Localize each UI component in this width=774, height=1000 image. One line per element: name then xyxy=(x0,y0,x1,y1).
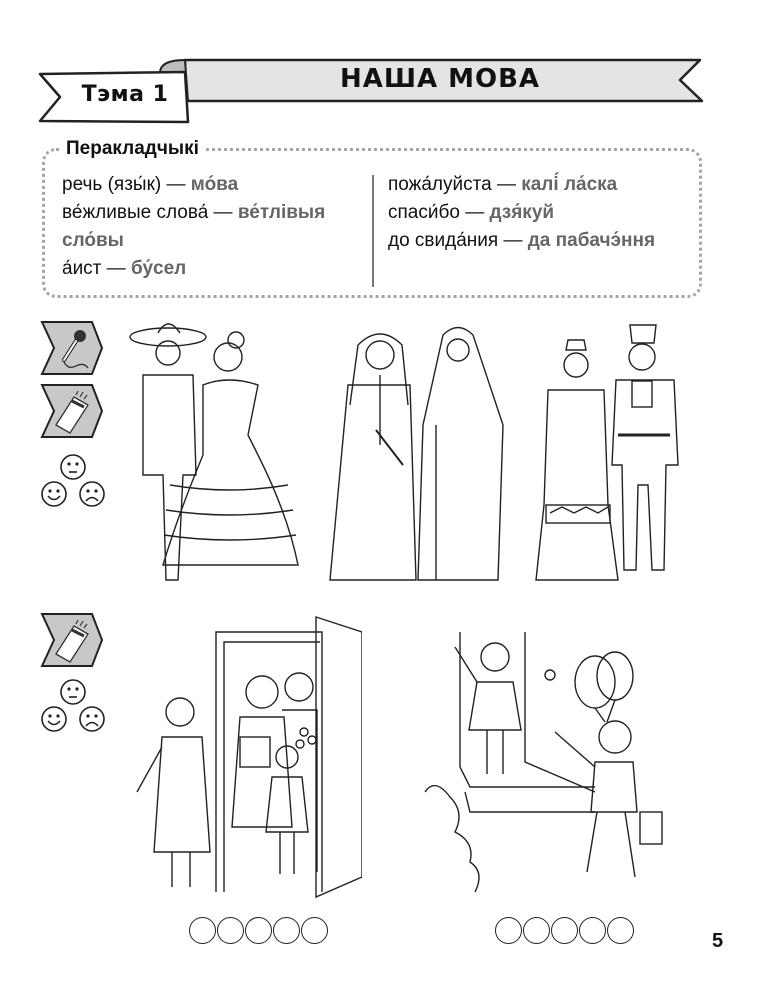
vocab-russian: спаси́бо — xyxy=(388,202,490,223)
happy-face-icon[interactable] xyxy=(40,705,68,733)
page-number: 5 xyxy=(712,930,724,952)
vocabulary-left-column: речь (язы́к) — мо́ва ве́жливые слова́ — … xyxy=(62,171,362,283)
vocab-entry: до свида́ния — да пабачэ́ння xyxy=(388,227,698,255)
answer-circle[interactable] xyxy=(579,917,606,944)
happy-face-icon[interactable] xyxy=(40,480,68,508)
pencils-icon xyxy=(40,384,104,438)
vocab-entry: ве́жливые слова́ — ве́тлівыя xyxy=(62,199,362,227)
vocab-belarusian: бу́сел xyxy=(130,258,187,279)
vocab-russian: а́ист — xyxy=(62,258,131,279)
microphone-icon xyxy=(40,321,104,375)
answer-circle[interactable] xyxy=(217,917,244,944)
vocab-russian: до свида́ния — xyxy=(388,230,528,251)
page-title: НАША МОВА xyxy=(339,64,541,94)
header-banner xyxy=(38,58,704,124)
vocab-russian: пожа́луйста — xyxy=(388,174,522,195)
vocab-belarusian: да пабачэ́ння xyxy=(527,230,656,251)
welcoming-guests-illustration xyxy=(132,612,363,902)
answer-circles-left xyxy=(189,917,329,944)
vocab-entry: пожа́луйста — калі́ ла́ска xyxy=(388,171,698,199)
neutral-face-icon[interactable] xyxy=(59,453,87,481)
answer-circle[interactable] xyxy=(551,917,578,944)
vocabulary-title: Перакладчыкі xyxy=(60,138,205,160)
neutral-face-icon[interactable] xyxy=(59,678,87,706)
pencils-icon xyxy=(40,613,104,667)
vocab-belarusian: калі́ ла́ска xyxy=(521,174,618,195)
answer-circle[interactable] xyxy=(607,917,634,944)
sad-face-icon[interactable] xyxy=(78,705,106,733)
vocab-belarusian: сло́вы xyxy=(62,230,124,251)
vocab-belarusian: дзя́куй xyxy=(489,202,555,223)
vocab-entry: спаси́бо — дзя́куй xyxy=(388,199,698,227)
vocab-entry: а́ист — бу́сел xyxy=(62,255,362,283)
answer-circle[interactable] xyxy=(189,917,216,944)
theme-label: Тэма 1 xyxy=(81,82,169,107)
answer-circle[interactable] xyxy=(495,917,522,944)
answer-circles-right xyxy=(495,917,635,944)
vocab-russian: речь (язы́к) — xyxy=(62,174,191,195)
vocab-entry: речь (язы́к) — мо́ва xyxy=(62,171,362,199)
vocab-russian: ве́жливые слова́ — xyxy=(62,202,238,223)
answer-circle[interactable] xyxy=(273,917,300,944)
national-costumes-illustration xyxy=(118,315,713,590)
vocab-belarusian: мо́ва xyxy=(190,174,239,195)
girl-waving-boy-balloons-illustration xyxy=(415,612,715,902)
vocabulary-divider xyxy=(372,175,374,287)
answer-circle[interactable] xyxy=(523,917,550,944)
sad-face-icon[interactable] xyxy=(78,480,106,508)
answer-circle[interactable] xyxy=(301,917,328,944)
vocabulary-right-column: пожа́луйста — калі́ ла́ска спаси́бо — дз… xyxy=(388,171,698,255)
vocab-belarusian: ве́тлівыя xyxy=(237,202,326,223)
vocabulary-box xyxy=(42,148,702,298)
answer-circle[interactable] xyxy=(245,917,272,944)
vocab-entry-continuation: сло́вы xyxy=(62,227,362,255)
